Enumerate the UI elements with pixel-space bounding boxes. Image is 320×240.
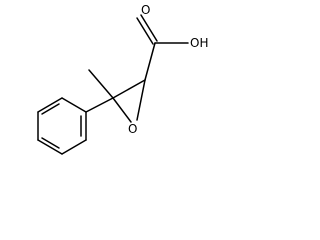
carbonyl-double-bond xyxy=(136,17,154,45)
chemical-structure-diagram: O OH O xyxy=(37,3,208,155)
epoxide-oxygen-label: O xyxy=(128,122,137,136)
structure-canvas: O OH O xyxy=(37,3,208,155)
ring-bond xyxy=(61,139,87,155)
methyl-bond xyxy=(88,69,114,99)
carboxyl-carbon-bond xyxy=(144,42,156,81)
epoxide-ring xyxy=(112,79,146,123)
benzene-ring xyxy=(37,97,87,155)
hydroxyl-label: OH xyxy=(190,36,208,50)
phenyl-bond xyxy=(85,97,114,113)
carboxyl-group xyxy=(136,14,189,81)
epoxide-cc-bond xyxy=(112,79,146,99)
ring-bond xyxy=(37,139,63,155)
ring-bond xyxy=(61,97,87,113)
epoxide-co-bond xyxy=(112,97,132,123)
carbonyl-oxygen-label: O xyxy=(141,3,150,17)
epoxide-co-bond xyxy=(136,79,146,121)
carbonyl-double-bond xyxy=(140,14,158,42)
ring-double-bond xyxy=(41,103,60,115)
ring-double-bond xyxy=(41,137,60,149)
ring-bond xyxy=(37,97,63,113)
